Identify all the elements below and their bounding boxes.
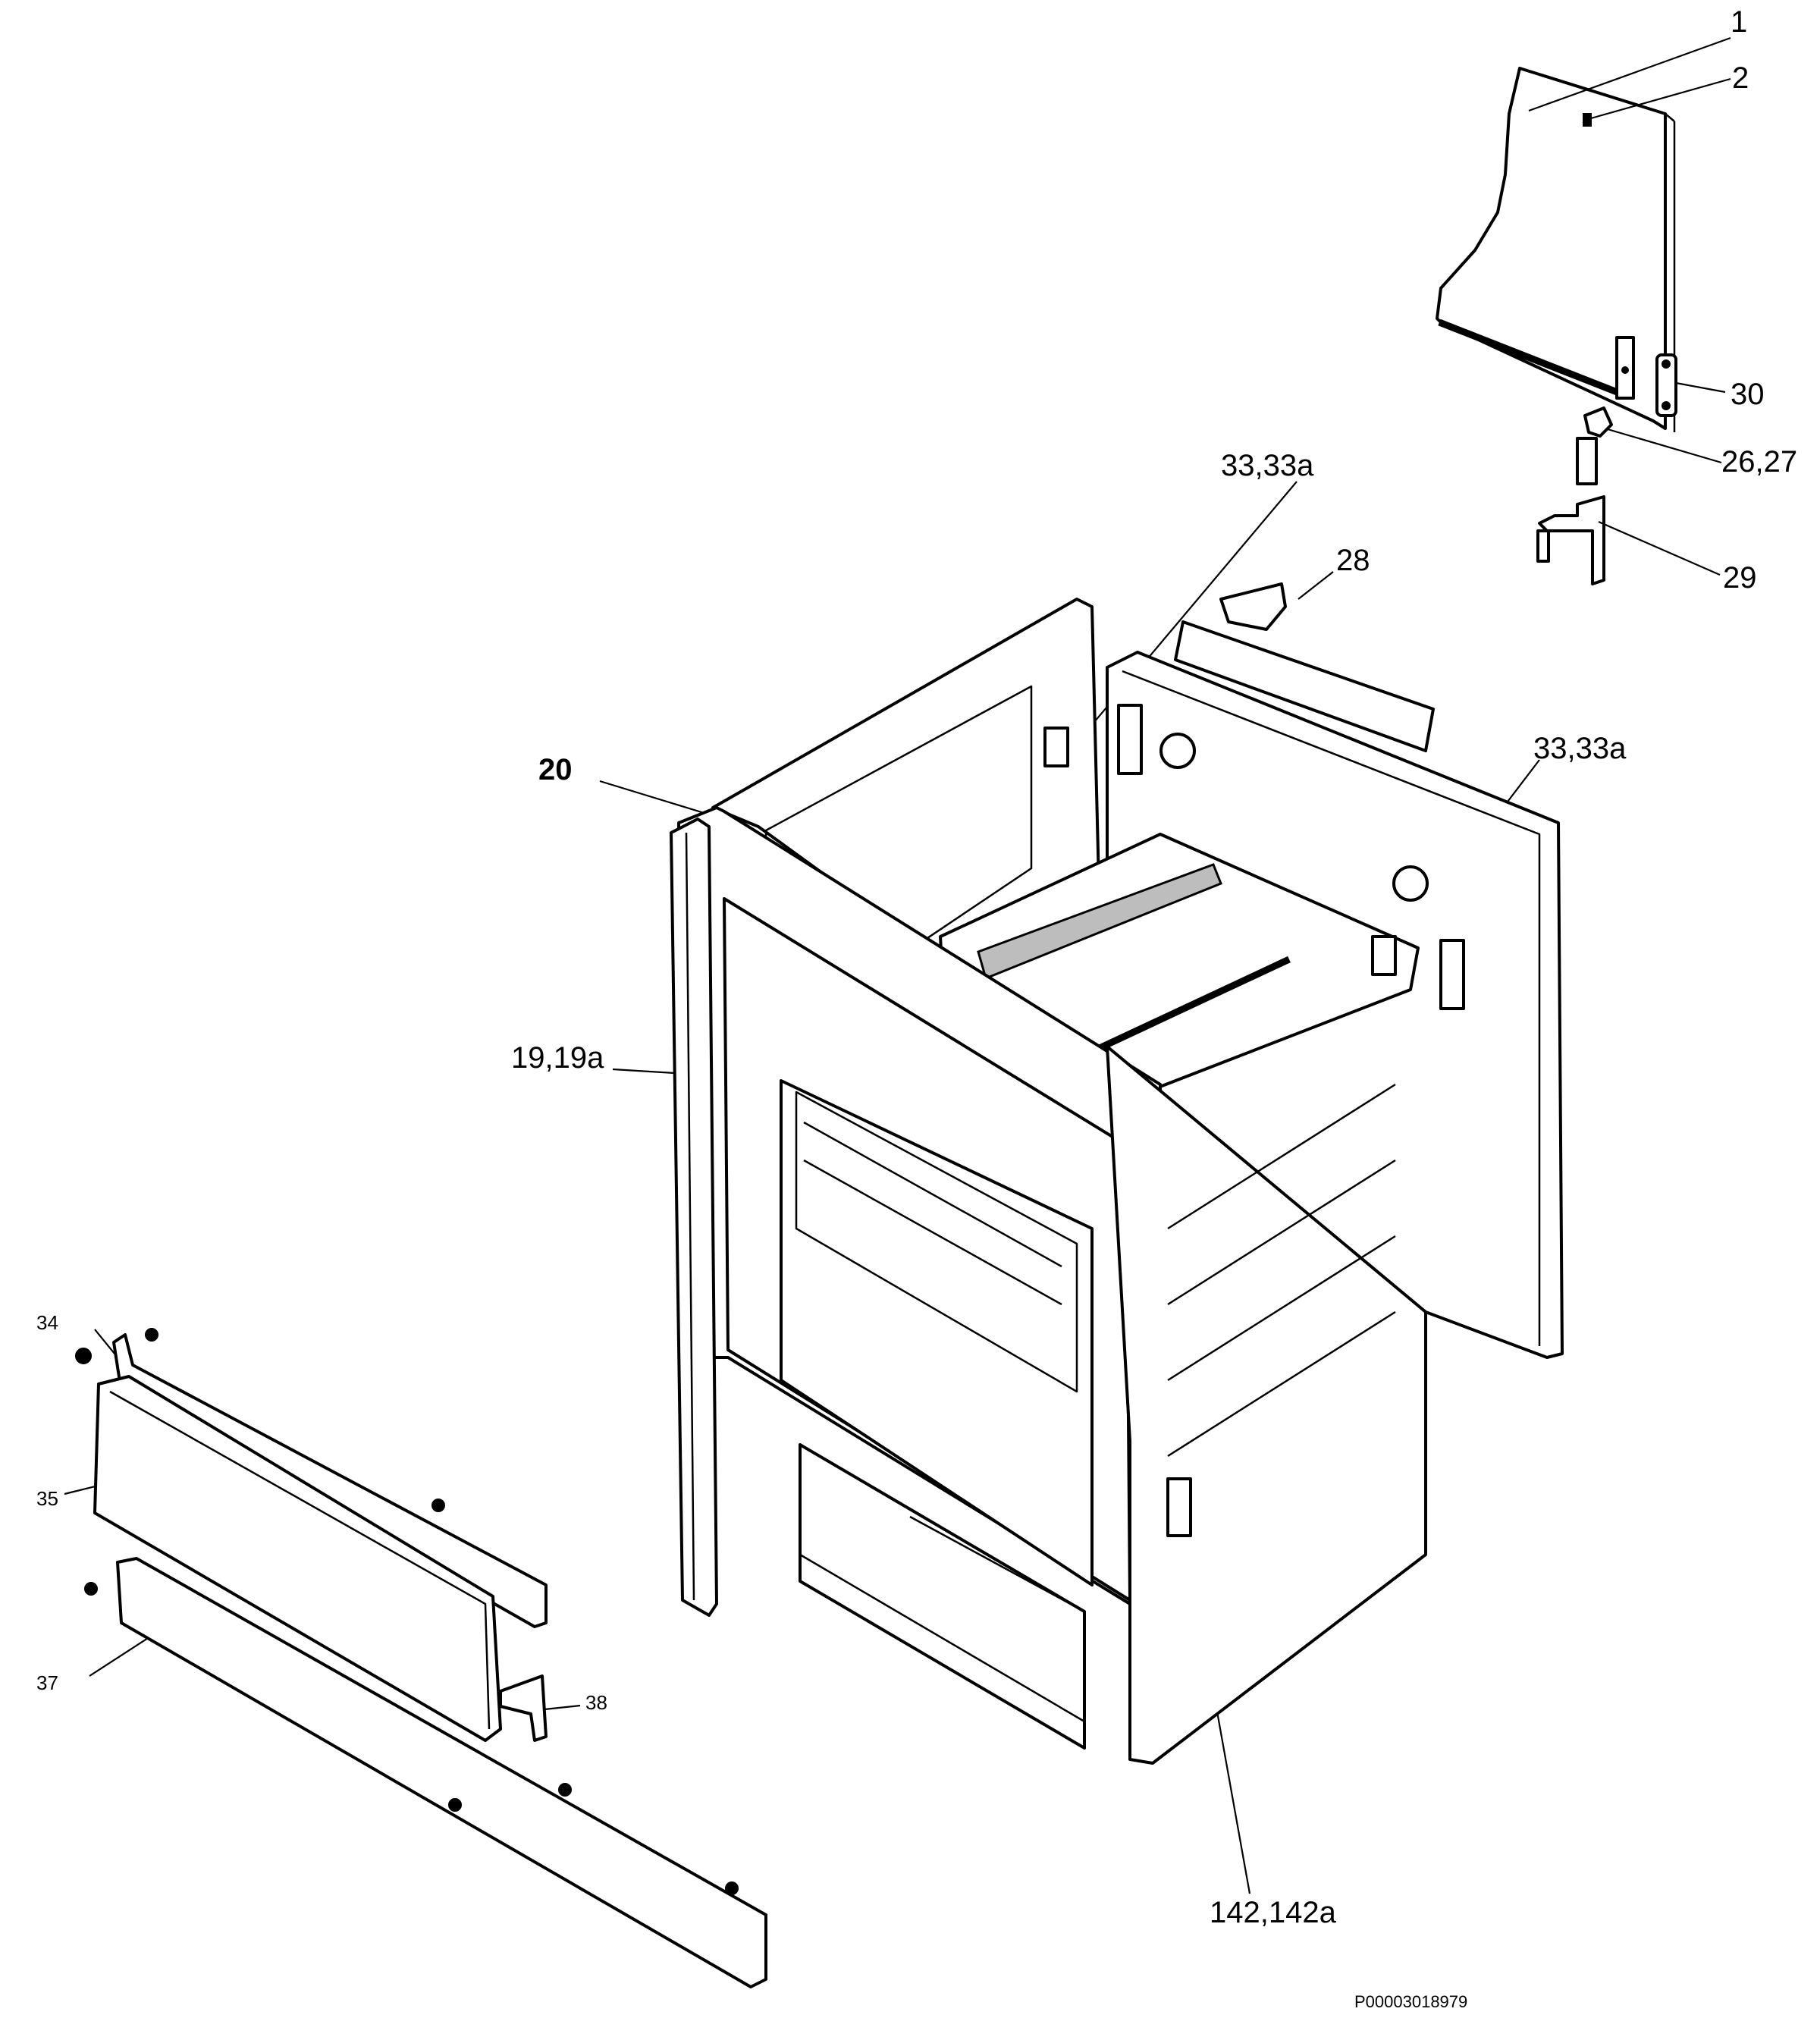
hinge-pin-26 (1583, 406, 1613, 438)
kickplate-37 (116, 1557, 767, 1988)
bracket-38 (499, 1674, 548, 1742)
label-1: 1 (1731, 5, 1747, 39)
oven-cavity (677, 598, 1564, 1765)
label-38: 38 (585, 1691, 607, 1714)
label-20: 20 (538, 753, 573, 786)
bracket-33-top (1043, 727, 1069, 767)
label-142-142a: 142,142a (1210, 1896, 1337, 1929)
drawing-code: P00003018979 (1354, 1992, 1467, 2011)
label-37: 37 (36, 1671, 58, 1694)
label-35: 35 (36, 1487, 58, 1510)
hinge-plate-30 (1655, 353, 1677, 417)
part-labels: 1 2 30 26,27 29 28 33,33a 33,33a 20 19,1… (36, 5, 1797, 1929)
side-panel-detail (1436, 67, 1677, 585)
label-2: 2 (1732, 61, 1749, 95)
clip-28 (1219, 582, 1287, 631)
label-19-19a: 19,19a (511, 1041, 604, 1075)
label-28: 28 (1336, 544, 1370, 577)
lower-compartment (799, 1443, 1086, 1750)
oven-opening (795, 1091, 1078, 1393)
label-34: 34 (36, 1311, 58, 1334)
leader-lines-top (64, 36, 1731, 1894)
control-panel-35 (93, 1375, 502, 1742)
label-33-top: 33,33a (1221, 449, 1314, 482)
left-bracket-19 (670, 818, 718, 1617)
latch-142 (1166, 1477, 1192, 1537)
hinge-bracket-29 (1538, 495, 1605, 585)
label-29: 29 (1723, 561, 1757, 595)
label-30: 30 (1731, 378, 1765, 411)
bracket-33-right (1371, 935, 1397, 976)
label-26-27: 26,27 (1721, 445, 1797, 479)
control-panel-assembly (75, 1328, 767, 1988)
label-33-right: 33,33a (1533, 732, 1627, 765)
